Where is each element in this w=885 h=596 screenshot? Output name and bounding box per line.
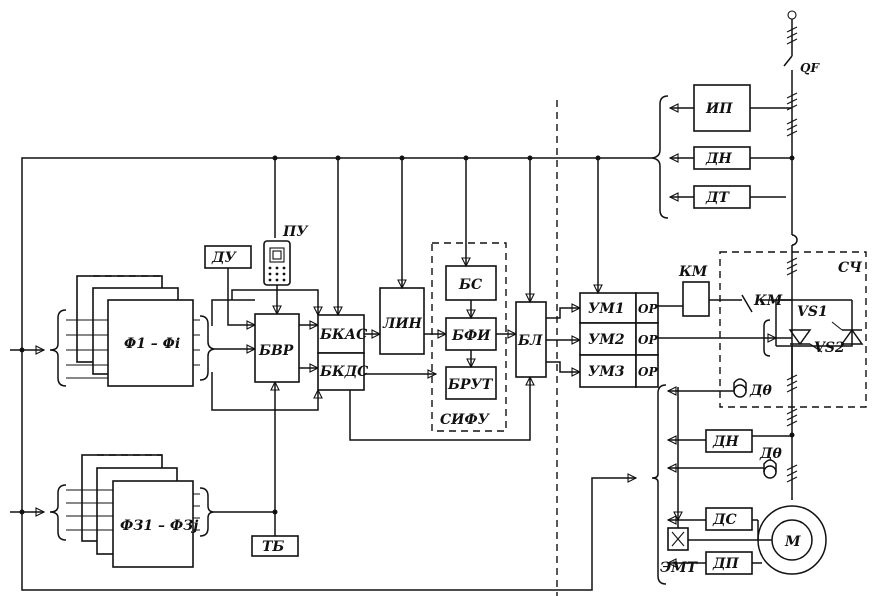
bfi-block: [445, 317, 497, 351]
km-contact-label: КМ: [753, 293, 783, 309]
vs1-label: VS1: [797, 304, 828, 320]
um2-label: УМ2: [588, 332, 625, 348]
or2-label: ОР: [638, 333, 658, 347]
um1-block: [579, 292, 637, 324]
phiz-block-label: ФЗ1 – ФЗj: [120, 518, 198, 534]
ds-label: ДС: [712, 512, 737, 528]
bl-label: БЛ: [517, 333, 543, 349]
qf-label: QF: [800, 61, 820, 75]
bfi-label: БФИ: [451, 328, 491, 344]
brut-block: [445, 366, 497, 400]
bkds-label: БКДС: [319, 364, 368, 380]
um1-label: УМ1: [588, 301, 625, 317]
sifu-group-frame: [431, 242, 507, 432]
lin-label: ЛИН: [382, 316, 423, 332]
phi-block-stack: [76, 275, 194, 387]
emt-label: ЭМТ: [660, 560, 699, 576]
dt-label: ДТ: [705, 190, 730, 206]
sch-label: СЧ: [838, 260, 863, 276]
pu-label: ПУ: [282, 224, 309, 240]
dn-bottom-block: [705, 429, 753, 453]
um3-block: [579, 354, 637, 388]
bvr-block: [254, 313, 300, 383]
dtheta2-label: Дθ: [759, 446, 782, 462]
km-coil-label: КМ: [678, 264, 708, 280]
thermo-sensor-2: [763, 459, 777, 479]
um2-block: [579, 322, 637, 356]
km-coil-block: [682, 281, 710, 317]
pu-remote-device: [263, 240, 291, 286]
bkds-block: [317, 352, 365, 391]
dp-label: ДП: [712, 556, 739, 572]
phiz-block-stack: [81, 454, 194, 568]
bkas-block: [317, 314, 365, 354]
du-label: ДУ: [211, 250, 237, 266]
bvr-label: БВР: [258, 343, 294, 359]
thermo-sensor-1: [733, 378, 747, 398]
um3-label: УМ3: [588, 364, 625, 380]
ip-label: ИП: [705, 101, 733, 117]
dtheta1-label: Дθ: [749, 383, 772, 399]
bs-label: БС: [458, 277, 482, 293]
bkas-label: БКАС: [319, 327, 367, 343]
sch-group-frame: [719, 251, 867, 408]
or1-label: ОР: [638, 302, 658, 316]
power-line: [783, 10, 798, 500]
or3-label: ОР: [638, 365, 658, 379]
sifu-label: СИФУ: [440, 412, 491, 428]
or3-block: [635, 354, 659, 388]
tb-label: ТБ: [262, 539, 284, 555]
brut-label: БРУТ: [447, 377, 494, 393]
dn-bottom-label: ДН: [712, 434, 739, 450]
ds-block: [705, 507, 753, 531]
bl-block: [515, 301, 547, 378]
vs2-label: VS2: [814, 340, 845, 356]
dn-top-label: ДН: [705, 151, 732, 167]
phi-block-label: Φ1 – Φi: [124, 336, 180, 352]
motor-label: М: [784, 534, 801, 550]
